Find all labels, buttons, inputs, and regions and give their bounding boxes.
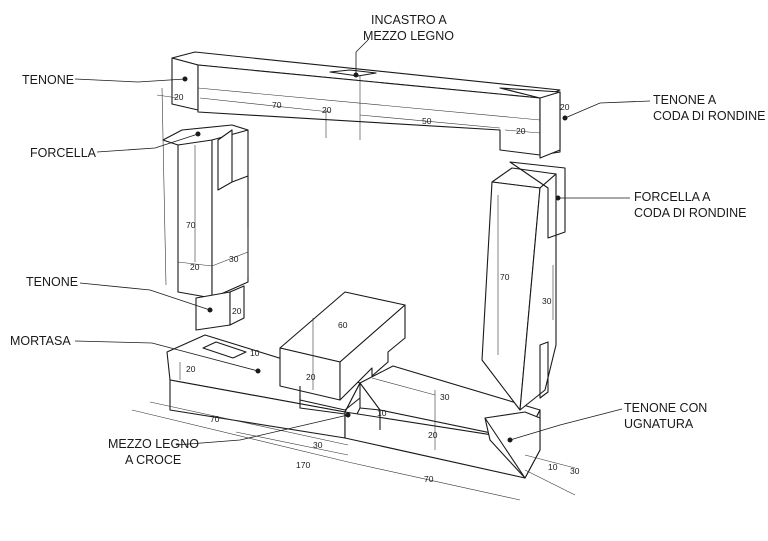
dim-mortasa-20: 20 (186, 364, 196, 374)
dim-right-70: 70 (500, 272, 510, 282)
label-tenone-left: TENONE (26, 275, 78, 289)
dim-top-20-end: 20 (560, 102, 570, 112)
left-post (162, 124, 249, 331)
cross-lap-piece (279, 291, 406, 411)
dim-bottom-170: 170 (296, 460, 310, 470)
dim-left-tenon-20: 20 (232, 306, 242, 316)
dim-miter-30: 30 (570, 466, 580, 476)
label-tenone-ugnatura-line1: TENONE CON (624, 401, 707, 415)
dim-top-20-mid: 20 (322, 105, 332, 115)
label-tenone-coda-line2: CODA DI RONDINE (653, 109, 766, 123)
dim-left-20: 20 (190, 262, 200, 272)
right-post (481, 161, 566, 411)
label-incastro-line1: INCASTRO A (371, 13, 447, 27)
dim-miter-10: 10 (548, 462, 558, 472)
label-forcella: FORCELLA (30, 146, 97, 160)
dim-top-20-right: 20 (516, 126, 526, 136)
label-forcella-coda-line1: FORCELLA A (634, 190, 711, 204)
label-tenone-ugnatura-line2: UGNATURA (624, 417, 694, 431)
dim-top-70: 70 (272, 100, 282, 110)
dim-mortasa-10: 10 (250, 348, 260, 358)
callout-labels: INCASTRO A MEZZO LEGNO TENONE TENONE A C… (10, 13, 766, 467)
top-beam (171, 51, 561, 159)
dim-base-30: 30 (440, 392, 450, 402)
dim-base-10: 10 (377, 408, 387, 418)
dim-bottom-30: 30 (313, 440, 323, 450)
label-tenone-top: TENONE (22, 73, 74, 87)
label-mezzo-legno-line2: A CROCE (125, 453, 181, 467)
dim-bottom-70-right: 70 (424, 474, 434, 484)
dim-cross-20: 20 (306, 372, 316, 382)
dim-top-20-left: 20 (174, 92, 184, 102)
label-tenone-coda-line1: TENONE A (653, 93, 717, 107)
dim-base-20: 20 (428, 430, 438, 440)
label-mortasa: MORTASA (10, 334, 71, 348)
dimension-lines (131, 87, 576, 501)
label-mezzo-legno-line1: MEZZO LEGNO (108, 437, 199, 451)
dim-top-50: 50 (422, 116, 432, 126)
dim-left-30: 30 (229, 254, 239, 264)
top-lap-notch (329, 69, 377, 77)
dim-left-70: 70 (186, 220, 196, 230)
dim-bottom-70-left: 70 (210, 414, 220, 424)
label-incastro-line2: MEZZO LEGNO (363, 29, 454, 43)
label-forcella-coda-line2: CODA DI RONDINE (634, 206, 747, 220)
leader-lines (74, 39, 651, 446)
miter-tenon (484, 411, 541, 479)
mortise-hole (202, 341, 247, 359)
dimension-labels: 20 70 20 50 20 20 70 20 30 20 70 30 60 2… (174, 92, 580, 484)
dim-right-30: 30 (542, 296, 552, 306)
dim-cross-60: 60 (338, 320, 348, 330)
